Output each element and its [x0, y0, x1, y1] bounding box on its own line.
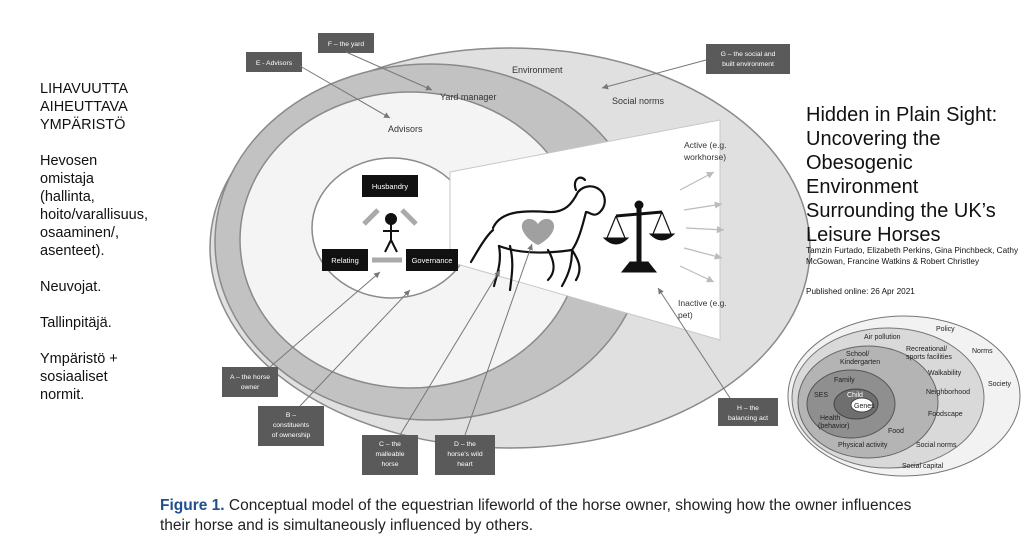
- callout-f-box: [318, 33, 374, 53]
- eco-school: School/Kindergarten: [840, 351, 880, 366]
- callout-leaders: [269, 51, 731, 436]
- figure-caption: Figure 1. Conceptual model of the equest…: [160, 496, 920, 536]
- eco-child: Child: [847, 392, 863, 399]
- callout-f: F – the yard: [328, 41, 364, 48]
- paper-authors: Tamzin Furtado, Elizabeth Perkins, Gina …: [806, 246, 1019, 266]
- husbandry-box: [362, 175, 418, 197]
- callout-b-box: [258, 406, 324, 446]
- callout-e-box: [246, 52, 302, 72]
- relating-label: Relating: [331, 256, 359, 265]
- callouts: E - Advisors F – the yard G – the social…: [222, 33, 790, 475]
- notes-environment: Ympäristö + sosiaaliset normit.: [40, 351, 118, 403]
- inactive-label: Inactive (e.g.pet): [678, 298, 727, 320]
- eco-social-capital: Social capital: [902, 463, 944, 470]
- eco-society: Society: [988, 381, 1011, 388]
- eco-family: Family: [834, 377, 855, 384]
- ecological-model: Policy Air pollution Norms Recreational/…: [787, 315, 1021, 477]
- horse-icon: [469, 176, 606, 292]
- balance-scale-icon: [602, 200, 676, 273]
- person-icon: [383, 213, 399, 253]
- label-environment: Environment: [512, 65, 563, 75]
- eco-recreational: Recreational/sports facilities: [906, 346, 952, 361]
- eco-policy: Policy: [936, 326, 955, 333]
- callout-h-box: [718, 398, 778, 426]
- callout-d-box: [435, 435, 495, 475]
- notes-advisors: Neuvojat.: [40, 279, 102, 295]
- callout-e: E - Advisors: [256, 60, 293, 67]
- eco-social-norms: Social norms: [916, 442, 957, 449]
- eco-neighborhood: Neighborhood: [926, 389, 970, 396]
- eco-physical-activity: Physical activity: [838, 442, 888, 449]
- eco-air-pollution: Air pollution: [864, 334, 901, 341]
- eco-ses: SES: [814, 392, 828, 399]
- governance-label: Governance: [412, 256, 453, 265]
- eco-norms: Norms: [972, 348, 993, 355]
- relating-box: [322, 249, 368, 271]
- eco-walkability: Walkability: [928, 370, 962, 377]
- eco-health: Health(behavior): [818, 415, 850, 430]
- activity-arrows: [679, 171, 725, 283]
- eco-foodscape: Foodscape: [928, 411, 963, 418]
- arrow-relating-husbandry: [362, 208, 380, 226]
- notes-yard-manager: Tallinpitäjä.: [40, 315, 112, 331]
- label-social-norms: Social norms: [612, 96, 665, 106]
- caption-label: Figure 1.: [160, 497, 225, 514]
- callout-a-box: [222, 367, 278, 397]
- paper-published-date: Published online: 26 Apr 2021: [806, 287, 915, 296]
- husbandry-label: Husbandry: [372, 182, 409, 191]
- caption-text: Conceptual model of the equestrian lifew…: [160, 497, 912, 534]
- notes-owner: Hevosen omistaja (hallinta, hoito/varall…: [40, 153, 148, 259]
- left-notes: LIHAVUUTTA AIHEUTTAVA YMPÄRISTÖ Hevosen …: [40, 80, 210, 422]
- spotlight-wedge: [449, 119, 721, 341]
- paper-title: Hidden in Plain Sight: Uncovering the Ob…: [806, 104, 998, 246]
- label-advisors: Advisors: [388, 124, 423, 134]
- active-label: Active (e.g.workhorse): [683, 140, 727, 162]
- eco-genes: Genes: [854, 403, 875, 410]
- arrow-governance-husbandry: [400, 208, 418, 226]
- genes-ring: [850, 397, 874, 413]
- label-yard-manager: Yard manager: [440, 92, 496, 102]
- notes-heading: LIHAVUUTTA AIHEUTTAVA YMPÄRISTÖ: [40, 81, 129, 133]
- callout-c-box: [362, 435, 418, 475]
- callout-g-box: [706, 44, 790, 74]
- governance-box: [406, 249, 458, 271]
- eco-food: Food: [888, 428, 904, 435]
- conceptual-model: Environment Social norms Yard manager Ad…: [209, 33, 811, 475]
- heart-icon: [521, 218, 555, 245]
